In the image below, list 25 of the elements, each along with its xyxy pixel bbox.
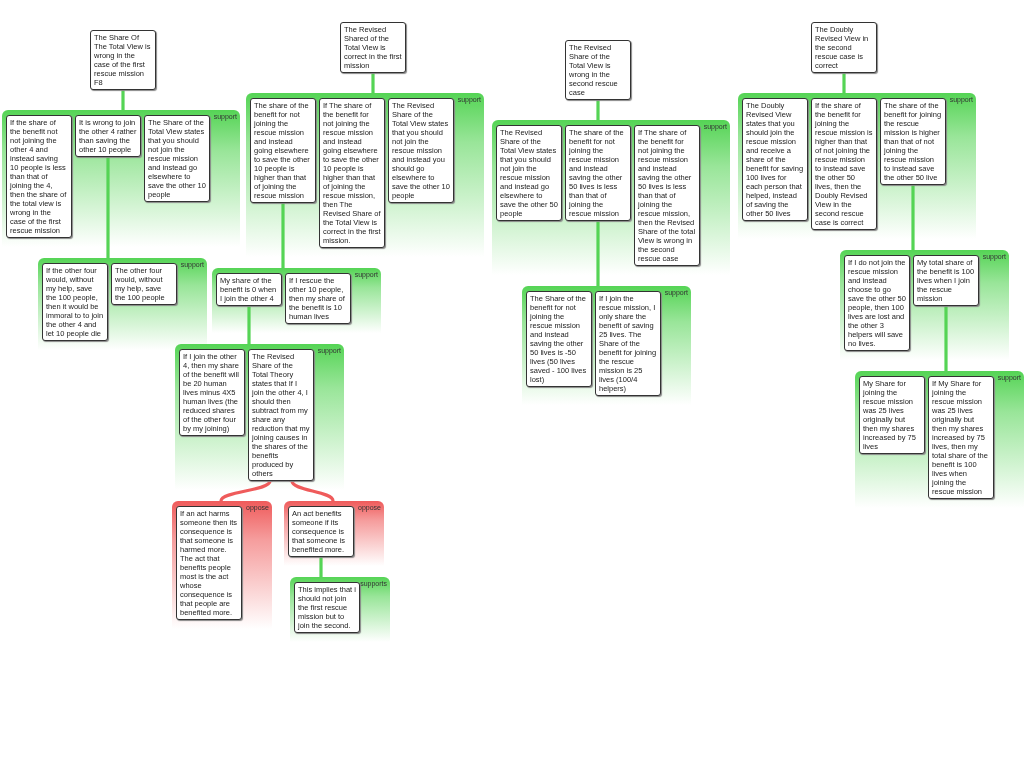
connector xyxy=(106,157,110,258)
argument-group-band xyxy=(212,268,381,333)
argument-group-band xyxy=(2,110,240,247)
connector xyxy=(842,73,846,93)
argument-group-band xyxy=(840,250,1009,360)
argument-group-band xyxy=(738,93,976,239)
argument-group-band xyxy=(855,371,1024,508)
connector xyxy=(219,479,274,502)
argument-group-band xyxy=(522,286,691,405)
argument-group-band xyxy=(284,501,384,566)
argument-group-band xyxy=(175,344,344,490)
connector xyxy=(596,100,600,120)
argument-group-band xyxy=(492,120,730,275)
argument-group-band xyxy=(38,258,207,350)
connector xyxy=(281,203,285,268)
connector xyxy=(944,306,948,371)
connector xyxy=(288,479,335,502)
argument-group-band xyxy=(172,501,272,629)
connector xyxy=(121,90,125,110)
connector xyxy=(596,221,600,286)
connector xyxy=(319,557,323,577)
connector xyxy=(911,185,915,250)
connector xyxy=(247,306,251,344)
connector xyxy=(371,73,375,93)
argument-group-band xyxy=(290,577,390,642)
